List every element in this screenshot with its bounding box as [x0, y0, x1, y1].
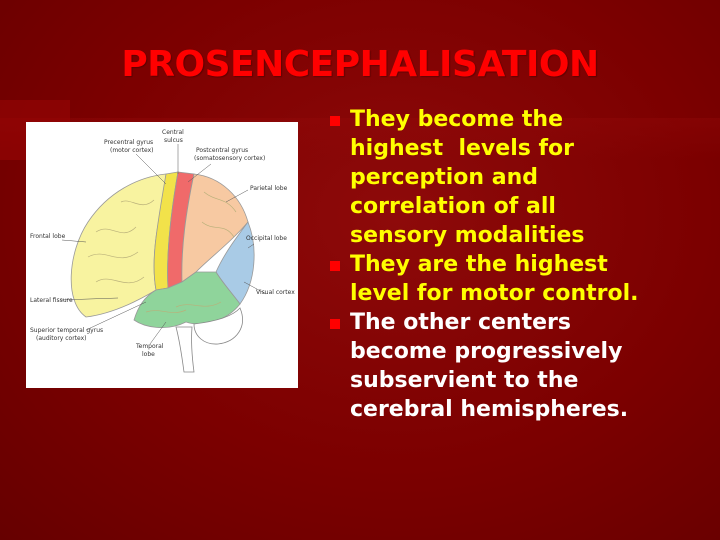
leader-lines [59, 144, 267, 345]
bullet-list: They become the highest levels for perce… [322, 105, 712, 424]
label-lateral-fissure: Lateral fissure [30, 297, 73, 304]
cerebellum-region [193, 307, 243, 345]
bullet-line: level for motor control. [350, 281, 639, 306]
label-parietal: Parietal lobe [250, 185, 288, 192]
label-sulcus: sulcus [164, 137, 183, 144]
bullet-square-icon [330, 116, 340, 126]
slide-title: PROSENCEPHALISATION [121, 44, 599, 85]
brain-diagram: Precentral gyrus (motor cortex) Central … [26, 122, 298, 388]
bullet-item: They are the highest level for motor con… [322, 250, 712, 308]
label-temporal: Temporal [135, 343, 164, 350]
bullet-line: correlation of all [350, 194, 556, 219]
bullet-line: perception and [350, 165, 538, 190]
label-lobe: lobe [142, 351, 155, 358]
parietal-lobe-region [181, 173, 249, 283]
temporal-lobe-region [133, 271, 241, 329]
label-somatosensory: (somatosensory cortex) [194, 155, 265, 162]
bullet-line: become progressively [350, 339, 623, 364]
label-visual-cortex: Visual cortex [256, 289, 295, 296]
label-occipital: Occipital lobe [246, 235, 287, 242]
gyri-lines [87, 191, 237, 313]
bullet-line: cerebral hemispheres. [350, 397, 629, 422]
label-precentral: Precentral gyrus [104, 139, 153, 146]
label-auditory: (auditory cortex) [36, 335, 87, 342]
label-central: Central [162, 129, 184, 136]
bullet-line: highest levels for [350, 136, 575, 161]
brain-svg: Precentral gyrus (motor cortex) Central … [30, 129, 295, 373]
label-frontal: Frontal lobe [30, 233, 66, 240]
bullet-item: The other centers become progressively s… [322, 308, 712, 424]
bullet-item: They become the highest levels for perce… [322, 105, 712, 250]
label-postcentral: Postcentral gyrus [196, 147, 248, 154]
bullet-line: sensory modalities [350, 223, 585, 248]
bullet-line: subservient to the [350, 368, 579, 393]
label-motor-cortex: (motor cortex) [110, 147, 154, 154]
bullet-square-icon [330, 261, 340, 271]
bullet-square-icon [330, 319, 340, 329]
brainstem [175, 326, 195, 373]
bullet-line: They become the [350, 107, 564, 132]
bullet-line: The other centers [350, 310, 571, 335]
bullet-line: They are the highest [350, 252, 608, 277]
label-superior-temporal: Superior temporal gyrus [30, 327, 103, 334]
